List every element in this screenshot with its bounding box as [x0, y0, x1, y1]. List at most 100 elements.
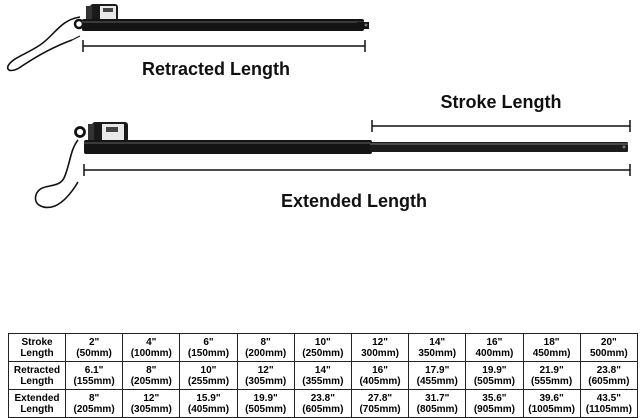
table-cell: 19.9"(505mm) [236, 389, 295, 418]
cell-inches: 16" [372, 364, 388, 376]
cell-inches: 2" [88, 336, 100, 348]
retracted-body [82, 19, 364, 31]
table-cell: 43.5"(1105mm) [579, 389, 639, 418]
row-header-line: Length [20, 403, 54, 415]
cell-inches: 4" [146, 336, 157, 348]
cell-inches: 35.6" [482, 392, 507, 404]
cell-inches: 8" [88, 392, 100, 404]
table-cell: 15.9"(405mm) [179, 389, 238, 418]
cell-mm: (405mm) [187, 403, 230, 415]
cell-inches: 27.8" [367, 392, 393, 404]
table-cell: 6.1"(155mm) [64, 361, 124, 390]
cell-inches: 14" [314, 364, 331, 376]
retracted-actuator [6, 4, 369, 72]
row-header-line: Retracted [13, 364, 61, 376]
cell-mm: (305mm) [130, 403, 172, 415]
table-cell: 16"400mm) [465, 333, 524, 362]
cell-mm: (205mm) [130, 375, 172, 387]
extended-actuator [34, 122, 628, 209]
cell-inches: 6" [203, 336, 214, 348]
table-cell: 8"(205mm) [64, 389, 124, 418]
table-cell: 8"(200mm) [236, 333, 295, 362]
table-cell: 18"450mm) [522, 333, 581, 362]
table-cell: 4"(100mm) [122, 333, 181, 362]
cell-inches: 12" [257, 364, 274, 376]
table-cell: 12"300mm) [350, 333, 410, 362]
cell-inches: 6.1" [84, 364, 104, 376]
table-cell: 31.7"(805mm) [408, 389, 467, 418]
extended-dimension-line [83, 164, 631, 176]
stroke-length-label: Stroke Length [440, 92, 561, 112]
table-cell: 6"(150mm) [179, 333, 238, 362]
cell-mm: (155mm) [73, 375, 115, 387]
cell-mm: (250mm) [302, 347, 344, 359]
table-cell: 21.9"(555mm) [522, 361, 581, 390]
cell-inches: 20" [600, 336, 617, 348]
cell-inches: 23.8" [310, 392, 335, 404]
table-cell: 23.8"(605mm) [579, 361, 639, 390]
cell-inches: 43.5" [596, 392, 621, 404]
table-cell: 10"(255mm) [179, 361, 238, 390]
table-cell: 19.9"(505mm) [465, 361, 524, 390]
extended-cable [34, 139, 79, 209]
cell-mm: 450mm) [532, 347, 571, 359]
cell-inches: 8" [146, 364, 157, 376]
table-cell: 23.8"(605mm) [293, 389, 352, 418]
cell-inches: 19.9" [253, 392, 278, 404]
row-header-line: Length [20, 375, 54, 387]
cell-inches: 10" [200, 364, 217, 376]
cell-mm: 500mm) [589, 347, 628, 359]
cell-inches: 15.9" [196, 392, 221, 404]
row-header-line: Extended [14, 392, 60, 404]
table-cell: 14"(355mm) [293, 361, 352, 390]
table-cell: 8"(205mm) [122, 361, 181, 390]
cell-inches: 39.6" [539, 392, 564, 404]
cell-mm: (555mm) [531, 375, 573, 387]
cell-mm: (150mm) [187, 347, 230, 359]
table-cell: 27.8"(705mm) [350, 389, 410, 418]
table-cell: 39.6"(1005mm) [522, 389, 581, 418]
cell-mm: (200mm) [245, 347, 287, 359]
stroke-dimension-line [371, 120, 631, 132]
cell-mm: (505mm) [473, 375, 515, 387]
cell-inches: 14" [429, 336, 446, 348]
table-cell: 16"(405mm) [350, 361, 410, 390]
retracted-dimension-line [82, 40, 366, 52]
cell-mm: 350mm) [418, 347, 457, 359]
cell-mm: (805mm) [416, 403, 458, 415]
cell-mm: (605mm) [588, 375, 630, 387]
table-cell: 14"350mm) [408, 333, 467, 362]
cell-mm: (1105mm) [585, 403, 632, 415]
retracted-length-label: Retracted Length [142, 59, 290, 79]
retracted-cable [6, 16, 81, 72]
cell-inches: 23.8" [596, 364, 621, 376]
cell-inches: 16" [486, 336, 503, 348]
table-cell: 17.9"(455mm) [408, 361, 467, 390]
cell-inches: 12" [143, 392, 160, 404]
cell-mm: (905mm) [473, 403, 515, 415]
cell-mm: (455mm) [416, 375, 458, 387]
table-cell: 12"(305mm) [122, 389, 181, 418]
cell-mm: (305mm) [245, 375, 287, 387]
cell-mm: (100mm) [130, 347, 172, 359]
cell-inches: 31.7" [425, 392, 450, 404]
cell-mm: (605mm) [302, 403, 344, 415]
cell-mm: (355mm) [302, 375, 344, 387]
table-cell: 2"(50mm) [64, 333, 124, 362]
cell-inches: 17.9" [425, 364, 450, 376]
cell-inches: 10" [314, 336, 331, 348]
extended-length-label: Extended Length [281, 191, 427, 211]
table-cell: 35.6"(905mm) [465, 389, 524, 418]
cell-inches: 21.9" [539, 364, 564, 376]
cell-inches: 18" [543, 336, 560, 348]
cell-mm: 400mm) [475, 347, 514, 359]
cell-mm: (505mm) [245, 403, 287, 415]
actuator-diagram: Retracted Length Stroke Length Extended … [6, 4, 631, 211]
